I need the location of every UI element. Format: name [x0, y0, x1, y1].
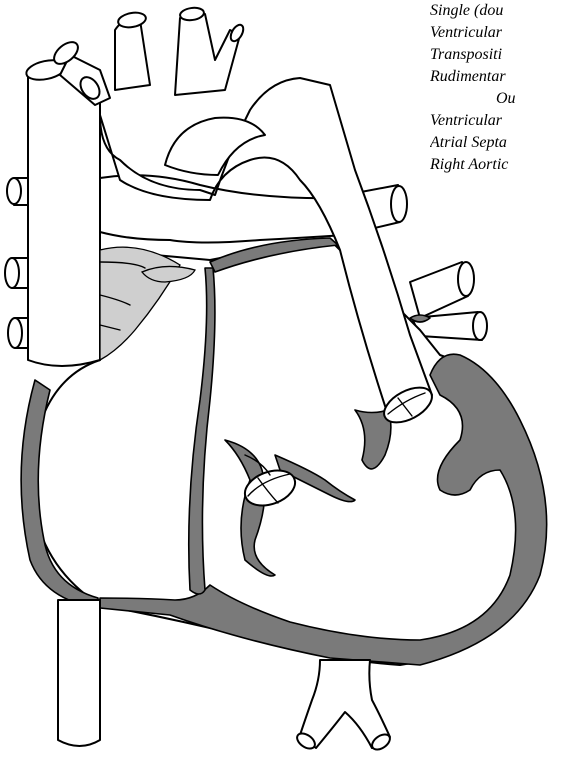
legend-label: Atrial Septa [430, 132, 507, 154]
legend-label: Single (dou [430, 0, 503, 22]
legend-label: Rudimentar [430, 66, 506, 88]
arch-branches [50, 6, 246, 105]
legend-label: Ou [496, 88, 516, 110]
inferior-vena-cava [58, 600, 100, 746]
legend-label: Right Aortic [430, 154, 508, 176]
superior-vena-cava [28, 63, 100, 366]
diagram-legend: Single (dou Ventricular Transpositi Rudi… [430, 0, 565, 260]
descending-vessels [294, 660, 392, 753]
legend-label: Ventricular [430, 110, 502, 132]
legend-label: Ventricular [430, 22, 502, 44]
legend-label: Transpositi [430, 44, 502, 66]
